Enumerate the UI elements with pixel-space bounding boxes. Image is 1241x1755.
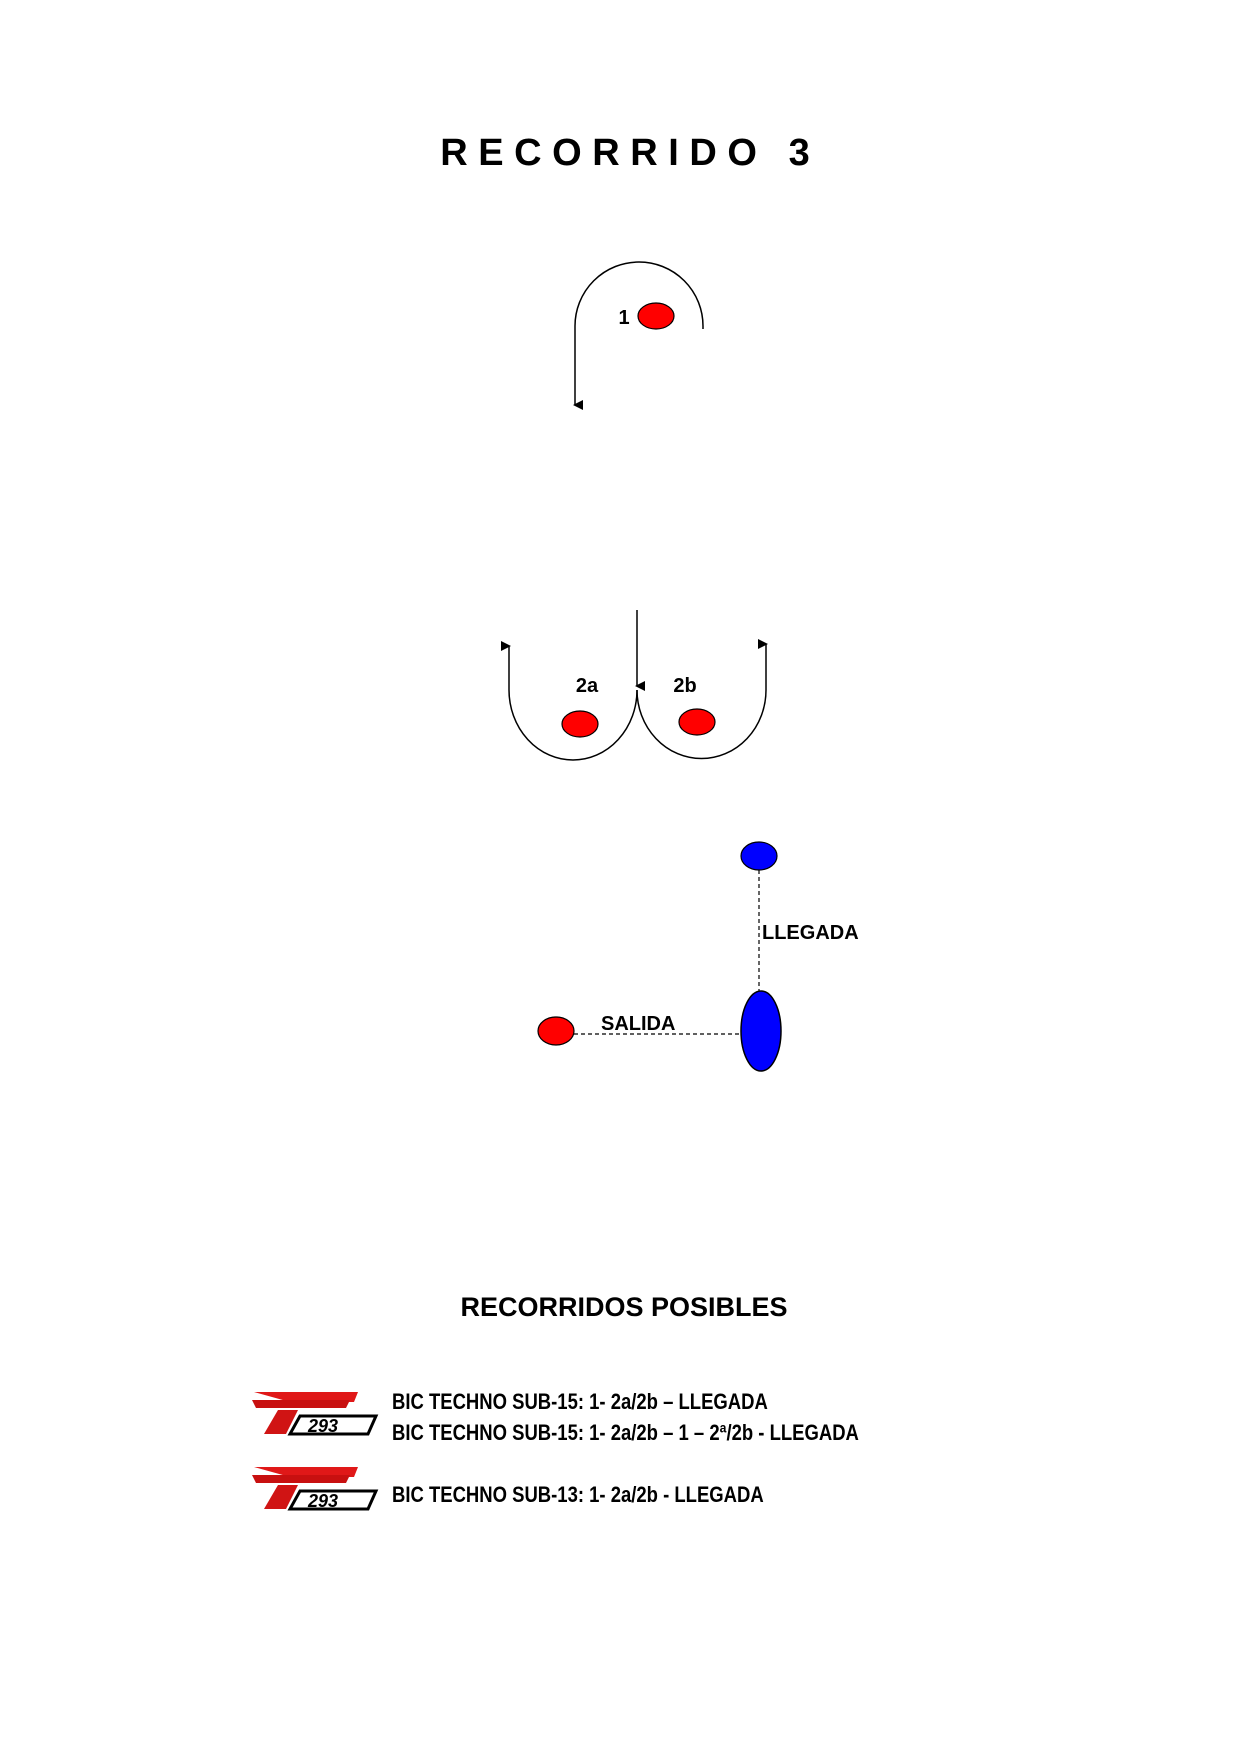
cone-2a (561, 710, 599, 738)
cone-1 (637, 302, 675, 330)
t293-logo (250, 1390, 378, 1438)
path-arc-1 (573, 261, 704, 410)
path-arc-2a (501, 641, 638, 761)
cone-2b (678, 708, 716, 736)
cone-2b-label: 2b (673, 675, 696, 697)
finish-label: LLEGADA (762, 922, 859, 944)
start-cone-red (537, 1016, 575, 1046)
cone-2a-label: 2a (576, 675, 599, 697)
start-label: SALIDA (601, 1013, 675, 1035)
finish-post-blue (740, 990, 782, 1072)
path-arc-2b (636, 639, 768, 760)
section-title: RECORRIDOS POSIBLES (460, 1292, 787, 1322)
cone-1-label: 1 (618, 307, 629, 329)
route-sub15-a: BIC TECHNO SUB-15: 1- 2a/2b – LLEGADA (392, 1389, 768, 1414)
page-title: R E C O R R I D O 3 (440, 132, 810, 174)
route-sub15-b: BIC TECHNO SUB-15: 1- 2a/2b – 1 – 2ª/2b … (392, 1420, 859, 1445)
route-sub13: BIC TECHNO SUB-13: 1- 2a/2b - LLEGADA (392, 1482, 764, 1507)
t293-logo (250, 1465, 378, 1513)
finish-cone-blue (740, 841, 778, 871)
